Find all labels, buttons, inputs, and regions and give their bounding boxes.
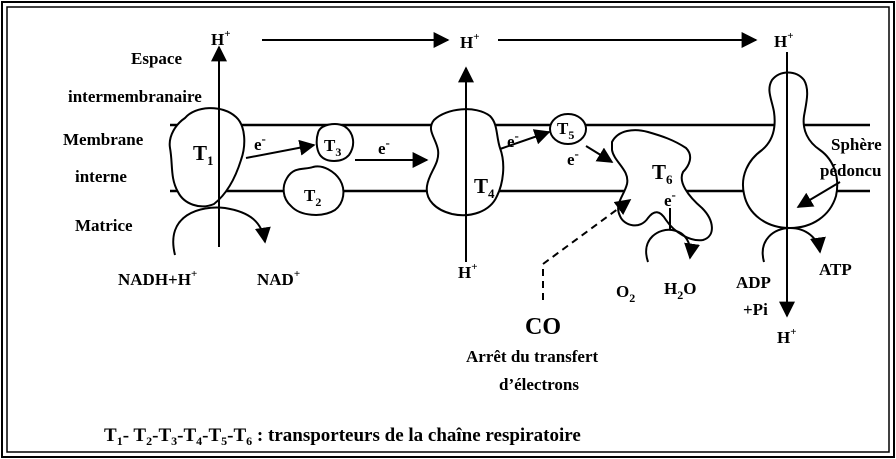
atp-label: ATP xyxy=(819,260,852,279)
label-espace: Espace xyxy=(131,49,182,68)
label-membrane: Membrane xyxy=(63,130,144,149)
nadh-label: NADH+H+ xyxy=(118,268,197,289)
complex-t1-shape xyxy=(168,107,246,208)
transporter-t3: T3 xyxy=(324,136,341,159)
complex-t3-shape xyxy=(315,123,355,162)
complex-t2-shape xyxy=(282,165,345,216)
t4-proton-top-label: H+ xyxy=(460,31,480,52)
arrow-t5-to-t6 xyxy=(585,145,614,163)
nad-label: NAD+ xyxy=(257,268,300,289)
co-label: CO xyxy=(525,314,561,340)
transporter-t2: T2 xyxy=(304,186,321,209)
label-sphere: Sphère xyxy=(831,135,882,154)
electron-t3-t4: e- xyxy=(378,135,390,158)
adp-atp-reaction-arrow xyxy=(761,226,826,263)
t1-proton-label: H+ xyxy=(211,28,231,49)
atp-synthase-bottom-proton-label: H+ xyxy=(777,326,797,347)
inhibitor-line-2: d’électrons xyxy=(499,375,579,394)
nadh-reaction-arrow xyxy=(172,206,271,256)
t4-proton-bottom-label: H+ xyxy=(458,261,478,282)
h2o-label: H2O xyxy=(664,279,696,302)
atp-synthase-top-proton-label: H+ xyxy=(774,30,794,51)
inhibitor-line-1: Arrêt du transfert xyxy=(466,347,599,366)
atp-synthase-shape xyxy=(742,71,839,230)
arrow-t4-to-t5 xyxy=(499,129,551,150)
transporter-t5: T5 xyxy=(557,119,574,142)
co-inhibition-arrow xyxy=(542,199,632,300)
electron-t4-t5: e- xyxy=(507,128,519,151)
frame-inner xyxy=(6,6,890,453)
o2-label: O2 xyxy=(616,282,635,305)
arrow-t1-to-t3 xyxy=(245,139,316,159)
sphere-pointer-arrow xyxy=(796,181,841,208)
pi-label: +Pi xyxy=(743,300,768,319)
complex-t6-shape xyxy=(611,129,713,242)
complex-t5-shape xyxy=(549,113,587,145)
label-interne: interne xyxy=(75,167,127,186)
label-intermembranaire: intermembranaire xyxy=(68,87,202,106)
electron-t5-t6: e- xyxy=(567,146,579,169)
transporter-t1: T1 xyxy=(193,141,214,168)
caption: T1- T2-T3-T4-T5-T6 : transporteurs de la… xyxy=(104,425,581,448)
adp-label: ADP xyxy=(736,273,771,292)
o2-h2o-reaction-arrow xyxy=(645,228,700,263)
transporter-t4: T4 xyxy=(474,174,495,201)
label-pedoncu: pédoncu xyxy=(820,161,881,180)
electron-t6: e- xyxy=(664,187,676,210)
label-matrice: Matrice xyxy=(75,216,133,235)
electron-t1-t3: e- xyxy=(254,131,266,154)
transporter-t6: T6 xyxy=(652,160,673,187)
